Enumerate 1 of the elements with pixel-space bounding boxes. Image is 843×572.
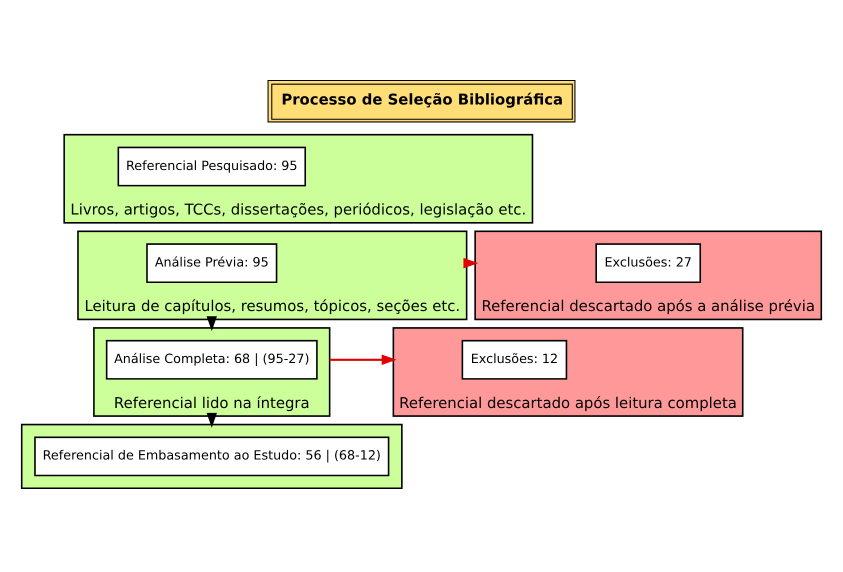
diagram-title: Processo de Seleção Bibliográfica	[281, 90, 564, 108]
